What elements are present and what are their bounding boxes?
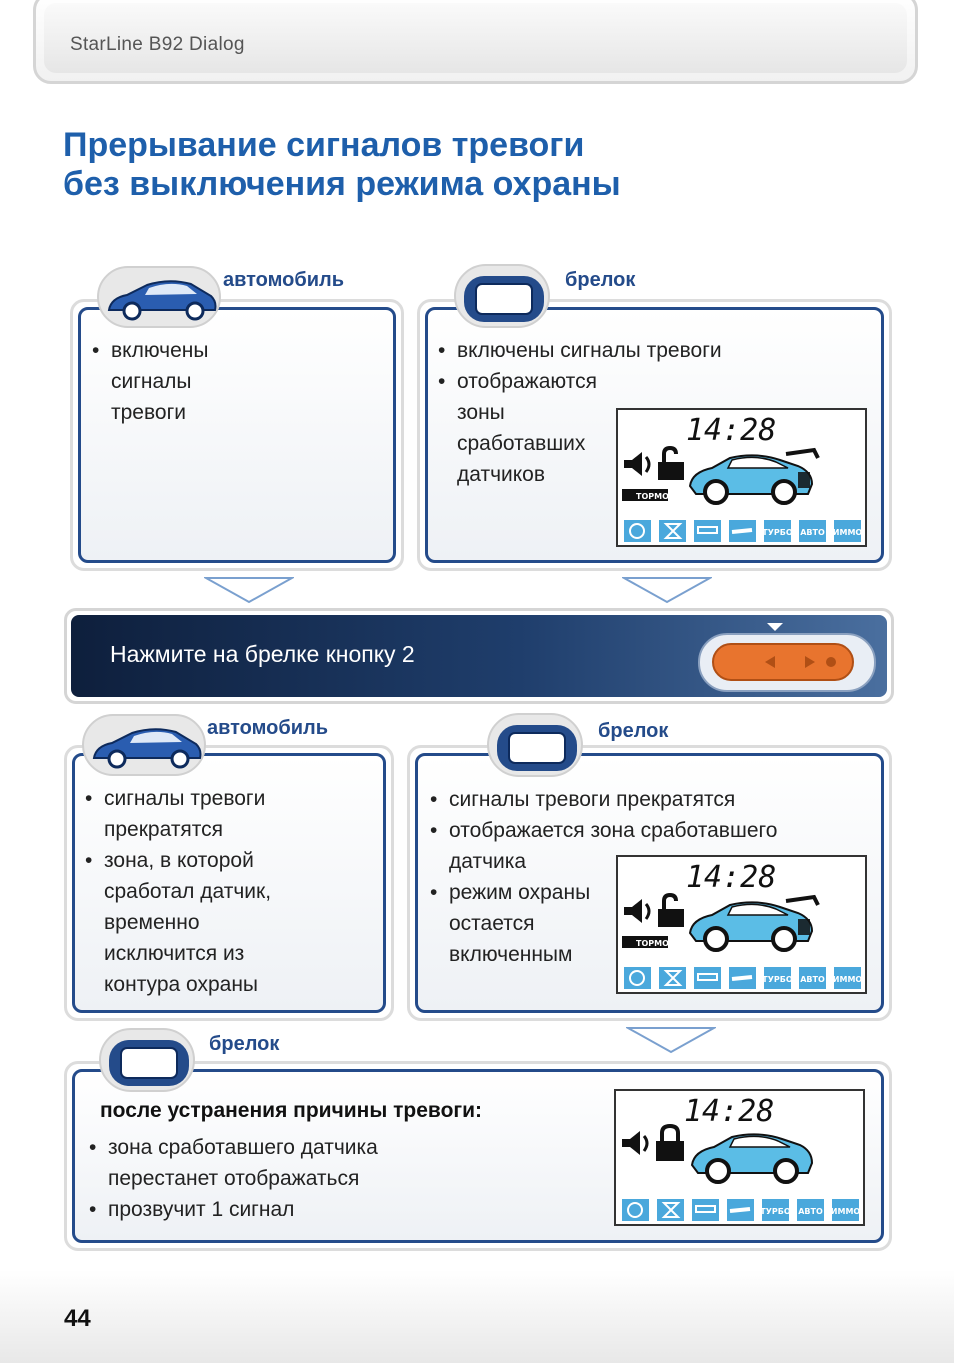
- car-lcd-icon: [690, 1133, 814, 1184]
- fob-icon-tab: [487, 713, 583, 777]
- keyfob-lcd-display: 14:28 ТУРБО АВТО ИММО: [614, 1089, 865, 1226]
- list-item: режим охраны остается включенным: [430, 877, 604, 970]
- immo-label: ИММО: [833, 528, 863, 537]
- section1-fob-label: брелок: [565, 269, 636, 291]
- fob-icon-tab: [454, 264, 550, 328]
- turbo-label: ТУРБО: [760, 1207, 791, 1216]
- action-text: Нажмите на брелке кнопку 2: [110, 641, 415, 667]
- section1-fob-list: включены сигналы тревоги отображаются зо…: [438, 335, 868, 490]
- list-item: включены сигналы тревоги: [92, 335, 242, 428]
- lcd-time: 14:28: [686, 413, 776, 448]
- header-bar: [33, 0, 918, 84]
- keyfob-icon: [109, 1040, 189, 1086]
- speaker-icon: [624, 452, 642, 476]
- lcd-icon-row: ТУРБО АВТО ИММО: [622, 1199, 860, 1221]
- page-number: 44: [64, 1305, 91, 1332]
- list-item: зона, в которой сработал датчик, временн…: [85, 845, 315, 1000]
- brake-indicator: [622, 936, 668, 948]
- brake-label: ТОРМОЗ: [636, 939, 675, 948]
- list-item: отображается зона сработавшего датчика: [430, 815, 829, 877]
- section2-car-list: сигналы тревоги прекратятся зона, в кото…: [85, 783, 315, 1000]
- turbo-label: ТУРБО: [762, 528, 793, 537]
- fob-icon-tab: [99, 1028, 195, 1092]
- section2-car-label: автомобиль: [207, 717, 329, 739]
- keyfob-button-2[interactable]: [695, 620, 880, 695]
- car-icon-tab: [97, 266, 221, 328]
- clock-icon: [629, 523, 645, 539]
- locked-lock-icon: [656, 1141, 684, 1161]
- battery-icon: [695, 1205, 716, 1213]
- lcd-time: 14:28: [686, 860, 776, 895]
- car-icon: [92, 728, 202, 769]
- lcd-icon-row: ТУРБО АВТО ИММО: [624, 520, 862, 542]
- title-line-1: Прерывание сигналов тревоги: [63, 126, 585, 164]
- immo-label: ИММО: [831, 1207, 861, 1216]
- hourglass-icon: [661, 1202, 681, 1218]
- right-triangle-icon: [805, 656, 815, 668]
- car-icon-tab: [82, 714, 206, 776]
- section2-fob-label: брелок: [598, 720, 669, 742]
- list-item: сигналы тревоги прекратятся: [430, 784, 860, 815]
- auto-label: АВТО: [800, 528, 825, 537]
- section3-fob-label: брелок: [209, 1033, 280, 1055]
- list-item: сигналы тревоги прекратятся: [85, 783, 315, 845]
- title-line-2: без выключения режима охраны: [63, 165, 621, 203]
- keyfob-lcd-display: 14:28 ТОРМОЗ ТУРБО АВТО ИММО: [616, 408, 867, 547]
- auto-label: АВТО: [800, 975, 825, 984]
- section3-heading: после устранения причины тревоги:: [100, 1099, 483, 1122]
- unlocked-lock-icon: [658, 909, 684, 927]
- section1-car-list: включены сигналы тревоги: [92, 335, 242, 428]
- wrench-icon: [729, 1207, 751, 1213]
- left-triangle-icon: [765, 656, 775, 668]
- lcd-time: 14:28: [684, 1094, 774, 1129]
- brake-label: ТОРМОЗ: [636, 492, 675, 501]
- brake-indicator: [622, 489, 668, 501]
- list-item: включены сигналы тревоги: [438, 335, 868, 366]
- hourglass-icon: [663, 523, 683, 539]
- battery-icon: [697, 973, 718, 981]
- product-name: StarLine B92 Dialog: [70, 34, 245, 55]
- down-arrow-left: [204, 577, 294, 604]
- wrench-icon: [731, 528, 753, 534]
- page-title: Прерывание сигналов тревоги без выключен…: [63, 126, 621, 204]
- battery-icon: [697, 526, 718, 534]
- wrench-icon: [731, 975, 753, 981]
- car-icon: [107, 280, 217, 321]
- turbo-label: ТУРБО: [762, 975, 793, 984]
- hourglass-icon: [663, 970, 683, 986]
- list-item: зона сработавшего датчика перестанет ото…: [89, 1132, 449, 1194]
- immo-label: ИММО: [833, 975, 863, 984]
- keyfob-icon: [497, 725, 577, 771]
- lcd-screen: 14:28 ТУРБО АВТО ИММО: [622, 1094, 860, 1221]
- speaker-icon: [622, 1131, 640, 1155]
- dot-icon: [826, 657, 836, 667]
- list-item: отображаются зоны сработавших датчиков: [438, 366, 627, 490]
- car-lcd-icon: [688, 447, 820, 505]
- lcd-screen: 14:28 ТОРМОЗ ТУРБО АВТО ИММО: [622, 860, 862, 989]
- speaker-icon: [624, 899, 642, 923]
- section1-car-label: автомобиль: [223, 269, 345, 291]
- clock-icon: [629, 970, 645, 986]
- auto-label: АВТО: [798, 1207, 823, 1216]
- unlocked-lock-icon: [658, 462, 684, 480]
- down-arrow-right: [626, 1027, 716, 1054]
- section3-fob-list: зона сработавшего датчика перестанет ото…: [89, 1132, 449, 1225]
- car-lcd-icon: [688, 894, 820, 952]
- clock-icon: [627, 1202, 643, 1218]
- down-arrow-right: [622, 577, 712, 604]
- section2-fob-list: сигналы тревоги прекратятся отображается…: [430, 784, 860, 970]
- list-item: прозвучит 1 сигнал: [89, 1194, 449, 1225]
- lcd-screen: 14:28 ТОРМОЗ ТУРБО АВТО ИММО: [622, 413, 862, 542]
- lcd-icon-row: ТУРБО АВТО ИММО: [624, 967, 862, 989]
- keyfob-icon: [464, 276, 544, 322]
- footer: [0, 1270, 954, 1363]
- keyfob-lcd-display: 14:28 ТОРМОЗ ТУРБО АВТО ИММО: [616, 855, 867, 994]
